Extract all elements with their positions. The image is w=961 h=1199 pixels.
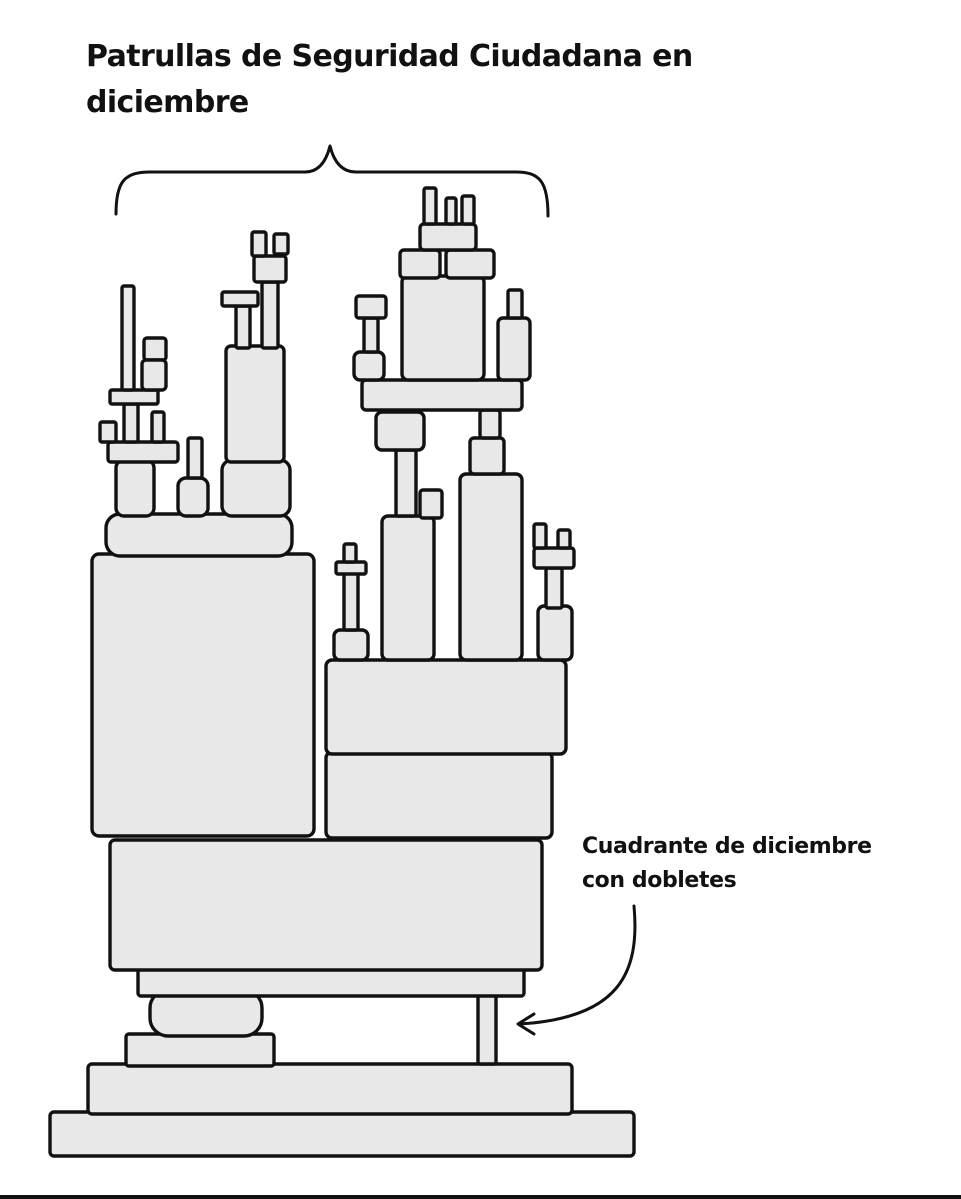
title-line-2: diciembre [86, 85, 249, 120]
left-stem [260, 280, 280, 350]
far-left-bar [108, 388, 160, 406]
right-thin-stem-tip [342, 542, 358, 564]
left-pin-cap [220, 290, 260, 308]
lower-main-block [108, 838, 544, 972]
left-small-knob-stem [186, 436, 204, 480]
upper-knob-stem [362, 316, 380, 354]
right-column-stem [394, 448, 418, 518]
annotation-arrowhead [516, 1012, 536, 1036]
right-side-cross [532, 546, 576, 570]
left-small-knob [176, 476, 210, 518]
far-left-pin-c [150, 410, 166, 444]
left-large-block [90, 552, 316, 838]
right-lower-block [324, 750, 554, 840]
upper-shelf [360, 378, 524, 412]
left-rounded-slab [104, 512, 294, 558]
right-column-head [374, 410, 426, 452]
left-stem-top [252, 254, 288, 284]
curly-brace [114, 144, 550, 218]
left-prong-b [272, 232, 290, 256]
far-left-nub-a [142, 336, 168, 362]
right-side-cup [536, 604, 574, 662]
annotation-arrow [518, 904, 637, 1026]
title-line-1: Patrullas de Seguridad Ciudadana en [86, 39, 693, 74]
right-b-neck [468, 436, 506, 476]
left-drum [220, 458, 292, 518]
right-side-stem [544, 566, 564, 610]
right-column-cap [418, 488, 444, 520]
upper-knob-left [352, 350, 386, 382]
left-pin-a [234, 304, 252, 350]
left-prong-a [250, 230, 268, 258]
upper-crown-pin-c [460, 194, 476, 226]
pedestal-step [124, 1032, 276, 1068]
upper-slab-left [398, 248, 442, 280]
right-tall-column-b [458, 472, 524, 662]
annotation-line-1: Cuadrante de diciembre [582, 834, 872, 859]
far-left-pin-a [98, 420, 118, 444]
doublet-support-post [476, 990, 498, 1066]
upper-crown [418, 222, 478, 252]
base-plinth [86, 1062, 574, 1116]
annotation-line-2: con dobletes [582, 868, 737, 893]
upper-crown-pin-a [422, 186, 438, 226]
doublet-annotation: Cuadrante de diciembre con dobletes [582, 830, 952, 898]
upper-side-post-tip [506, 288, 524, 320]
right-side-prong-b [556, 528, 572, 550]
bottom-divider [0, 1195, 961, 1199]
left-column [224, 344, 286, 464]
base-slab [48, 1110, 636, 1158]
far-left-rod [120, 284, 136, 392]
right-side-prong-a [532, 522, 548, 550]
upper-cube [400, 274, 486, 382]
upper-crown-pin-b [444, 196, 458, 226]
right-tall-column-a [380, 514, 436, 662]
right-middle-block [324, 658, 568, 756]
far-left-nub-b [140, 358, 168, 392]
figure-title: Patrullas de Seguridad Ciudadana en dici… [86, 34, 766, 126]
right-cup-small [332, 628, 370, 662]
upper-knob-cap [354, 294, 388, 320]
right-thin-stem-cross [334, 560, 368, 576]
far-left-cup [114, 458, 156, 518]
upper-side-post [496, 316, 532, 382]
far-left-pin-b [122, 402, 140, 444]
upper-slab-right [444, 248, 496, 280]
right-b-head [478, 408, 502, 440]
far-left-shelf [106, 440, 180, 464]
